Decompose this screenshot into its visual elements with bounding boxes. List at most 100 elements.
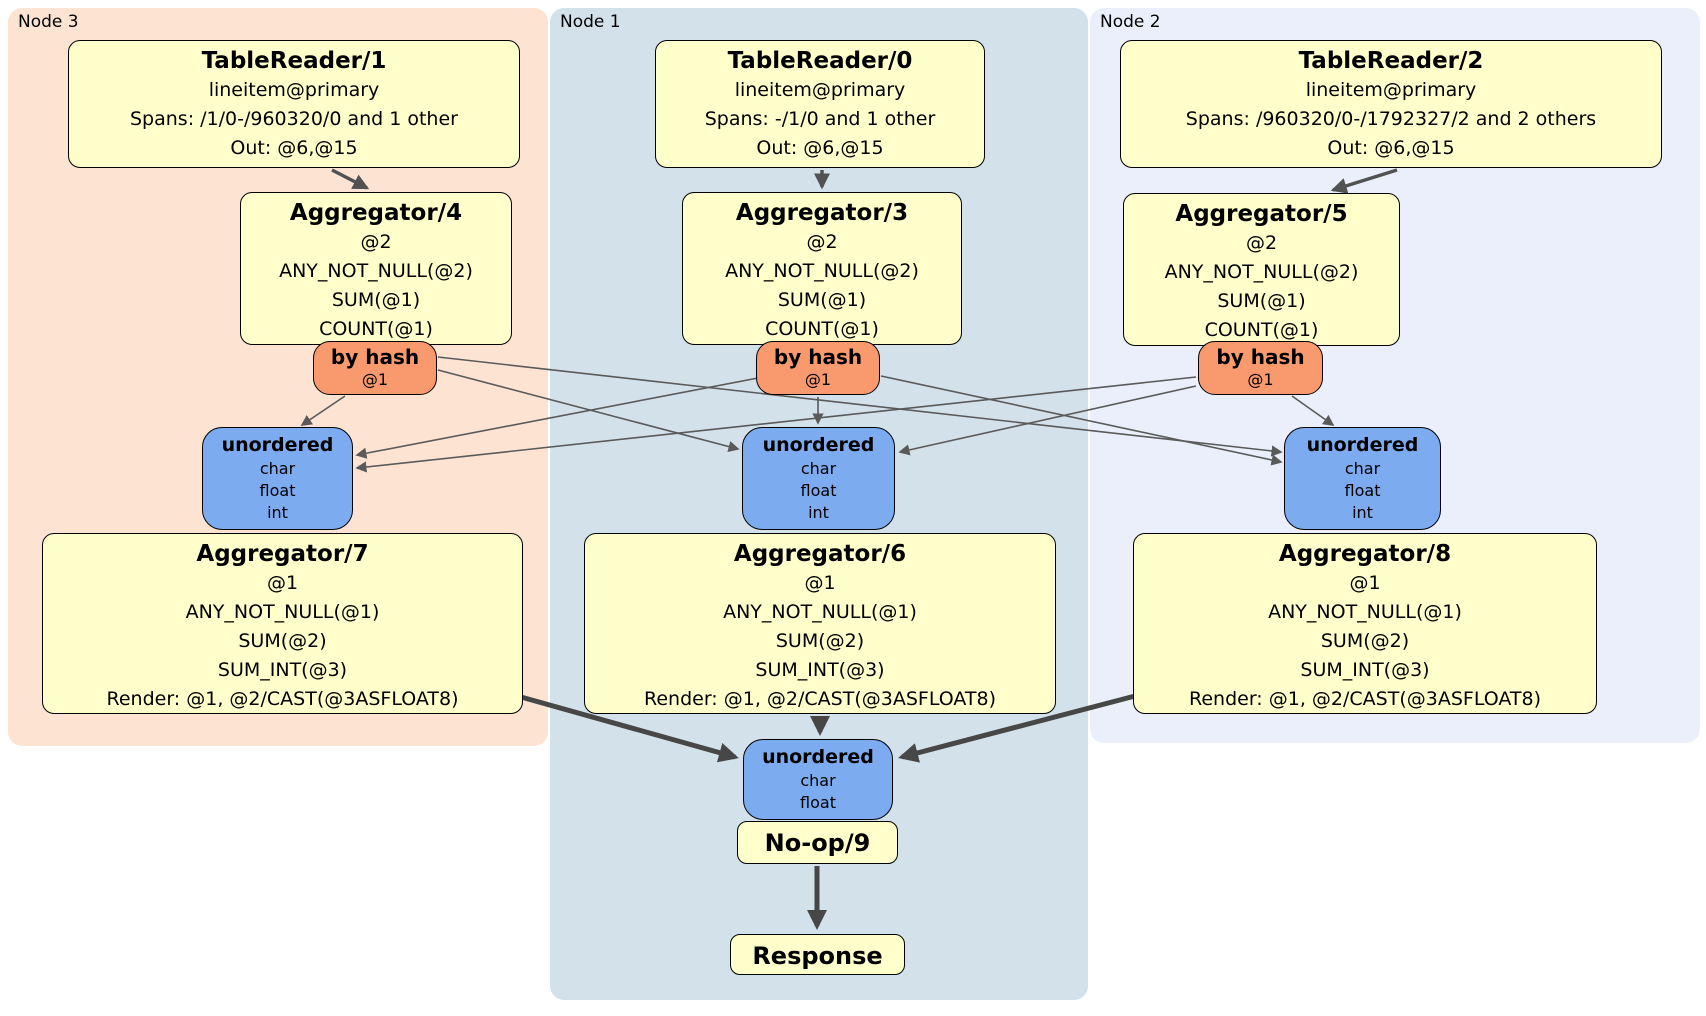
- sync-line: char: [259, 459, 296, 478]
- aggregator-8-box: Aggregator/8 @1 ANY_NOT_NULL(@1) SUM(@2)…: [1133, 533, 1597, 714]
- box-line: Render: @1, @2/CAST(@3ASFLOAT8): [106, 688, 459, 710]
- box-line: SUM(@2): [238, 630, 327, 652]
- box-line: SUM(@1): [331, 289, 421, 311]
- box-title: TableReader/2: [1298, 48, 1484, 74]
- box-title: TableReader/0: [727, 48, 913, 74]
- box-line: @2: [806, 231, 838, 253]
- response-box: Response: [730, 934, 905, 975]
- box-line: Render: @1, @2/CAST(@3ASFLOAT8): [644, 688, 996, 710]
- edge-tablereader2-aggregator5: [1330, 168, 1398, 194]
- tablereader-1-box: TableReader/1 lineitem@primary Spans: /1…: [68, 40, 520, 168]
- box-title: Aggregator/3: [735, 200, 909, 226]
- box-line: SUM(@2): [1320, 630, 1410, 652]
- box-line: SUM_INT(@3): [1300, 659, 1430, 681]
- hash-router-node2: by hash @1: [1198, 341, 1323, 395]
- box-line: Spans: /960320/0-/1792327/2 and 2 others: [1185, 108, 1597, 130]
- aggregator-4-box: Aggregator/4 @2 ANY_NOT_NULL(@2) SUM(@1)…: [240, 192, 512, 345]
- unordered-sync-node2: unordered char float int: [1284, 427, 1441, 530]
- box-line: Spans: /1/0-/960320/0 and 1 other: [130, 108, 458, 130]
- box-line: Out: @6,@15: [230, 137, 358, 159]
- unordered-sync-node1: unordered char float int: [742, 427, 895, 530]
- box-line: SUM_INT(@3): [755, 659, 885, 681]
- box-line: ANY_NOT_NULL(@1): [723, 601, 917, 623]
- noop-box: No-op/9: [737, 821, 898, 864]
- box-line: SUM_INT(@3): [217, 659, 348, 681]
- box-title: TableReader/1: [201, 48, 387, 74]
- router-title: by hash: [773, 345, 863, 369]
- box-line: ANY_NOT_NULL(@1): [185, 601, 380, 623]
- box-title: Aggregator/4: [289, 200, 463, 226]
- tablereader-2-box: TableReader/2 lineitem@primary Spans: /9…: [1120, 40, 1662, 168]
- edge-aggregator8-finalsync: [898, 693, 1136, 763]
- node-2-label: Node 2: [1100, 12, 1161, 32]
- router-detail: @1: [361, 370, 389, 389]
- edge-router3-sync1: [437, 369, 740, 452]
- edge-router2-sync3: [355, 376, 1197, 473]
- box-line: SUM(@1): [777, 289, 867, 311]
- sync-line: char: [1344, 459, 1381, 478]
- sync-title: unordered: [762, 434, 875, 456]
- box-line: ANY_NOT_NULL(@2): [279, 260, 473, 282]
- box-line: COUNT(@1): [1204, 319, 1319, 341]
- node-1-label: Node 1: [560, 12, 621, 32]
- box-line: @1: [1349, 572, 1381, 594]
- box-line: Out: @6,@15: [756, 137, 884, 159]
- box-line: Spans: -/1/0 and 1 other: [704, 108, 936, 130]
- sync-line: char: [800, 771, 836, 790]
- box-title: Aggregator/5: [1175, 201, 1348, 227]
- sync-line: float: [259, 481, 296, 500]
- box-line: ANY_NOT_NULL(@2): [1164, 261, 1359, 283]
- box-title: Aggregator/7: [196, 541, 369, 567]
- box-line: ANY_NOT_NULL(@2): [725, 260, 919, 282]
- unordered-sync-node3: unordered char float int: [202, 427, 353, 530]
- box-line: @2: [360, 231, 392, 253]
- box-line: @2: [1245, 232, 1278, 254]
- hash-router-node1: by hash @1: [756, 341, 880, 395]
- router-title: by hash: [1216, 345, 1305, 369]
- box-line: Out: @6,@15: [1327, 137, 1455, 159]
- box-title: Response: [752, 942, 883, 970]
- box-line: lineitem@primary: [734, 79, 906, 101]
- node-3-label: Node 3: [18, 12, 79, 32]
- sync-line: int: [808, 503, 829, 522]
- box-title: No-op/9: [764, 829, 871, 857]
- sync-line: float: [800, 481, 837, 500]
- box-line: lineitem@primary: [1305, 79, 1477, 101]
- router-detail: @1: [1247, 370, 1274, 389]
- sync-title: unordered: [762, 746, 874, 768]
- aggregator-6-box: Aggregator/6 @1 ANY_NOT_NULL(@1) SUM(@2)…: [584, 533, 1056, 714]
- edge-tablereader1-aggregator4: [331, 168, 370, 190]
- box-line: SUM(@2): [775, 630, 865, 652]
- box-line: SUM(@1): [1217, 290, 1306, 312]
- unordered-sync-final: unordered char float: [743, 739, 893, 820]
- edge-aggregator7-finalsync: [520, 694, 739, 763]
- aggregator-3-box: Aggregator/3 @2 ANY_NOT_NULL(@2) SUM(@1)…: [682, 192, 962, 345]
- edge-router1-sync2: [880, 375, 1283, 466]
- edge-router3-sync3: [300, 395, 346, 426]
- box-line: ANY_NOT_NULL(@1): [1268, 601, 1462, 623]
- box-line: @1: [266, 572, 299, 594]
- sync-line: char: [800, 459, 837, 478]
- edge-router3-sync2: [437, 356, 1283, 457]
- router-title: by hash: [330, 345, 420, 369]
- sync-line: float: [800, 793, 836, 812]
- box-line: COUNT(@1): [765, 318, 879, 340]
- box-title: Aggregator/8: [1278, 541, 1452, 567]
- aggregator-7-box: Aggregator/7 @1 ANY_NOT_NULL(@1) SUM(@2)…: [42, 533, 523, 714]
- edge-router2-sync2: [1291, 395, 1335, 426]
- tablereader-0-box: TableReader/0 lineitem@primary Spans: -/…: [655, 40, 985, 168]
- box-line: Render: @1, @2/CAST(@3ASFLOAT8): [1189, 688, 1541, 710]
- sync-title: unordered: [221, 434, 334, 456]
- sync-line: int: [267, 503, 288, 522]
- hash-router-node3: by hash @1: [313, 341, 437, 395]
- box-line: @1: [804, 572, 836, 594]
- sync-title: unordered: [1306, 434, 1419, 456]
- edge-router1-sync3: [355, 377, 759, 459]
- aggregator-5-box: Aggregator/5 @2 ANY_NOT_NULL(@2) SUM(@1)…: [1123, 193, 1400, 346]
- box-title: Aggregator/6: [733, 541, 907, 567]
- box-line: COUNT(@1): [319, 318, 433, 340]
- sync-line: int: [1352, 503, 1373, 522]
- router-detail: @1: [804, 370, 832, 389]
